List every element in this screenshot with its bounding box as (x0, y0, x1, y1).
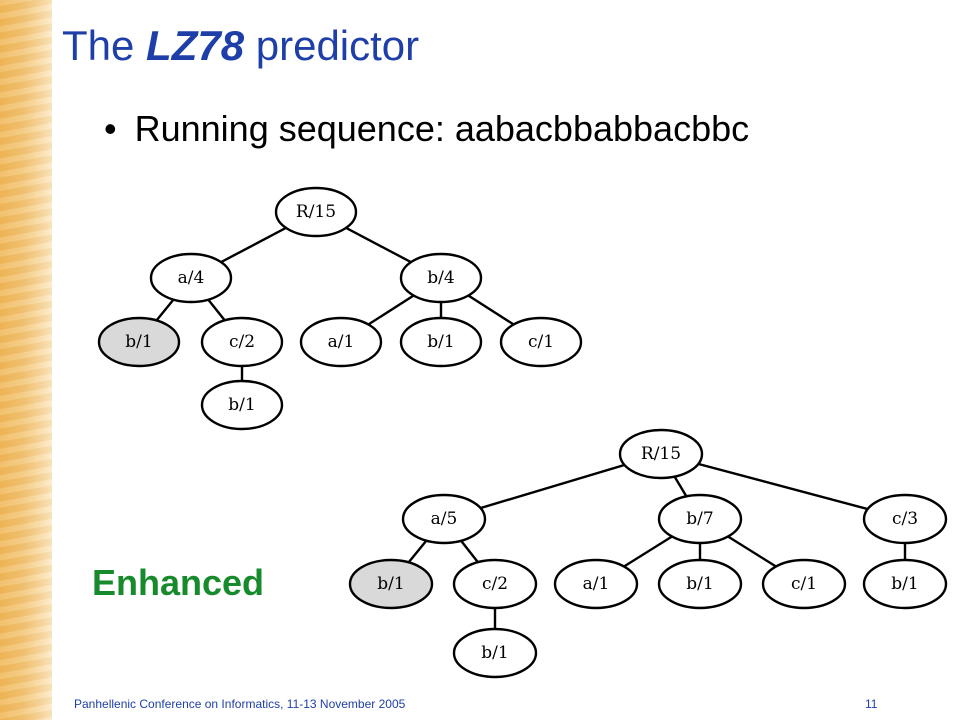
tree-node-acb: b/1 (452, 627, 538, 679)
tree-edge (660, 452, 906, 521)
title-suffix: predictor (244, 22, 420, 69)
node-label: a/5 (431, 509, 458, 529)
node-label: b/1 (228, 395, 255, 415)
node-label: a/1 (328, 332, 355, 352)
tree-node-bc: c/1 (761, 558, 847, 610)
tree-node-acb: b/1 (200, 379, 284, 431)
bullet-text: Running sequence: aabacbbabbacbbc (134, 108, 750, 149)
title-emphasis: LZ78 (146, 22, 245, 69)
tree-node-root: R/15 (274, 186, 358, 238)
node-ellipse (348, 558, 434, 610)
tree-node-c: c/3 (862, 493, 948, 545)
tree-node-cb: b/1 (862, 558, 948, 610)
node-label: b/1 (427, 332, 454, 352)
node-ellipse (452, 627, 538, 679)
node-ellipse (452, 558, 538, 610)
enhanced-tree: R/15 a/5 b/7 c/3 b/1 c/2 b/1 a/1 b/1 c/1 b/1 (348, 428, 948, 679)
node-label: b/1 (686, 574, 713, 594)
node-ellipse (200, 379, 284, 431)
enhanced-label: Enhanced (92, 562, 265, 603)
node-label: R/15 (641, 444, 681, 464)
node-label: c/2 (482, 574, 508, 594)
node-label: b/7 (686, 509, 713, 529)
page-number: 11 (865, 697, 878, 711)
node-label: b/1 (481, 643, 508, 663)
tree-node-a: a/5 (401, 493, 487, 545)
decorative-side-band (0, 0, 52, 720)
node-ellipse (657, 558, 743, 610)
node-ellipse (761, 558, 847, 610)
node-label: c/3 (892, 509, 918, 529)
node-label: a/1 (583, 574, 610, 594)
slide-title: The LZ78 predictor (62, 22, 419, 70)
node-label: b/4 (427, 268, 454, 288)
node-ellipse (657, 493, 743, 545)
tree-node-ab: b/1 (97, 316, 181, 368)
node-ellipse (553, 558, 639, 610)
node-ellipse (274, 186, 358, 238)
node-label: a/4 (178, 268, 205, 288)
footer-text: Panhellenic Conference on Informatics, 1… (74, 697, 406, 711)
tree-node-a: a/4 (149, 252, 233, 304)
tree-node-ba: a/1 (553, 558, 639, 610)
tree-node-ac: c/2 (452, 558, 538, 610)
node-label: c/1 (791, 574, 817, 594)
lz78-tree: R/15 a/4 b/4 b/1 c/2 b/1 a/1 b/1 c/1 (97, 186, 583, 431)
bullet-item: • Running sequence: aabacbbabbacbbc (104, 108, 749, 150)
title-prefix: The (62, 22, 147, 69)
tree-node-bb: b/1 (399, 316, 483, 368)
tree-node-bb: b/1 (657, 558, 743, 610)
tree-node-bc: c/1 (499, 316, 583, 368)
tree-node-ba: a/1 (299, 316, 383, 368)
node-ellipse (618, 428, 704, 480)
node-label: b/1 (377, 574, 404, 594)
node-ellipse (399, 316, 483, 368)
tree-node-ab: b/1 (348, 558, 434, 610)
node-label: c/2 (229, 332, 255, 352)
node-label: b/1 (891, 574, 918, 594)
node-label: b/1 (125, 332, 152, 352)
node-ellipse (299, 316, 383, 368)
node-ellipse (97, 316, 181, 368)
node-ellipse (862, 558, 948, 610)
node-ellipse (862, 493, 948, 545)
node-label: R/15 (296, 202, 336, 222)
bullet-dot-icon: • (104, 108, 117, 149)
tree-node-ac: c/2 (200, 316, 284, 368)
node-ellipse (149, 252, 233, 304)
node-ellipse (200, 316, 284, 368)
node-label: c/1 (528, 332, 554, 352)
node-ellipse (401, 493, 487, 545)
node-ellipse (499, 316, 583, 368)
tree-node-root: R/15 (618, 428, 704, 480)
tree-node-b: b/7 (657, 493, 743, 545)
tree-node-b: b/4 (399, 252, 483, 304)
node-ellipse (399, 252, 483, 304)
